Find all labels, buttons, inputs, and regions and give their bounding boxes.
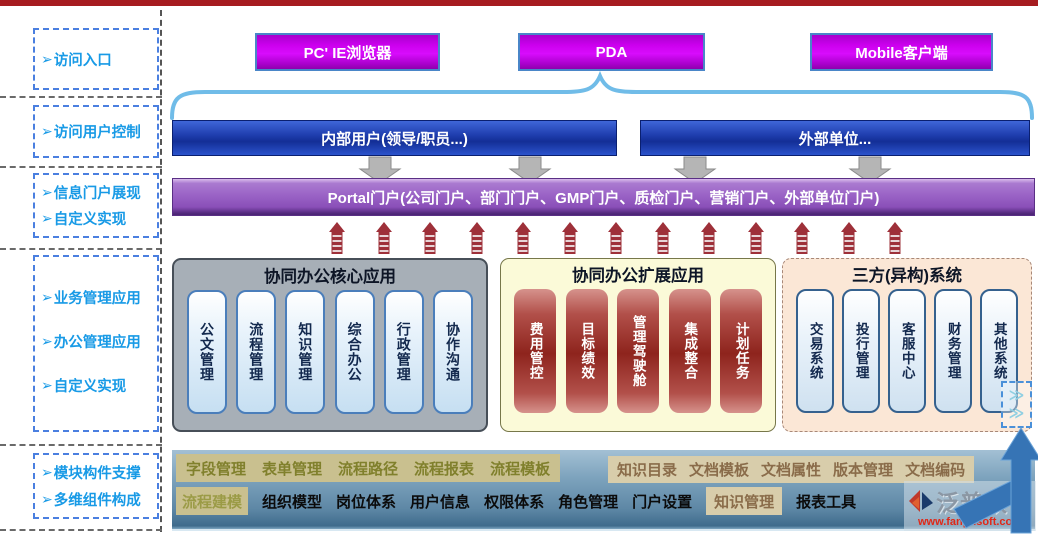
arrow-bullet-icon: ➢ <box>41 183 53 200</box>
sidebar-group-user-control: ➢访问用户控制 <box>33 105 159 158</box>
foundation-item: 知识目录 <box>617 462 678 479</box>
watermark-url: www.fanpusoft.com <box>917 516 1023 528</box>
sidebar-separator <box>0 444 162 446</box>
foundation-item: 权限体系 <box>484 493 545 511</box>
foundation-item: 门户设置 <box>632 493 693 511</box>
foundation-item: 字段管理 <box>186 460 247 478</box>
node-system: 交易系统 <box>796 289 834 413</box>
node-app: 费用管控 <box>514 289 556 413</box>
arrow-bullet-icon: ➢ <box>41 491 53 507</box>
sidebar-separator <box>0 96 162 98</box>
node-app: 流程管理 <box>236 290 277 414</box>
node-app: 协作沟通 <box>432 290 473 414</box>
node-portal-bar: Portal门户(公司门户、部门门户、GMP门户、质检门户、营销门户、外部单位门… <box>172 178 1035 216</box>
sidebar-separator <box>0 248 162 250</box>
foundation-row2: 流程建模 组织模型 岗位体系 用户信息 权限体系 角色管理 门户设置 知识管理 … <box>176 487 856 515</box>
sidebar-label: 信息门户展现 <box>53 185 141 202</box>
watermark: 泛普软件 www.fanpusoft.com <box>904 481 1036 531</box>
expand-widget: ≫ ≫ <box>1001 381 1032 428</box>
sidebar-main-divider <box>160 10 162 532</box>
sidebar-label: 多维组件构成 <box>53 493 141 509</box>
node-pc-ie-browser: PC' IE浏览器 <box>255 33 440 71</box>
node-app: 行政管理 <box>383 290 424 414</box>
panel-title: 三方(异构)系统 <box>852 267 962 285</box>
arrow-bullet-icon: ➢ <box>41 377 53 394</box>
foundation-item: 流程报表 <box>414 460 475 478</box>
top-red-strip <box>0 0 1038 6</box>
arrow-bullet-icon: ➢ <box>41 332 53 349</box>
arrow-bullet-icon: ➢ <box>41 50 53 67</box>
foundation-item-highlight: 流程建模 <box>176 487 249 515</box>
brace-connector <box>170 70 1034 120</box>
node-pda: PDA <box>518 33 705 71</box>
panel-title: 协同办公核心应用 <box>264 268 396 286</box>
foundation-item: 版本管理 <box>833 462 894 479</box>
node-app: 目标绩效 <box>565 289 608 413</box>
node-external-units: 外部单位... <box>640 120 1030 156</box>
panel-extended-apps: 协同办公扩展应用 费用管控 目标绩效 管理驾驶舱 集成整合 计划任务 <box>500 258 776 432</box>
foundation-item: 流程模板 <box>490 460 551 478</box>
foundation-item: 用户信息 <box>410 493 471 511</box>
node-app: 管理驾驶舱 <box>617 289 659 413</box>
up-arrow-icons <box>329 222 903 253</box>
sidebar-label: 模块构件支撑 <box>53 466 141 482</box>
watermark-name: 泛普软件 <box>936 490 1032 516</box>
foundation-item: 岗位体系 <box>336 493 397 511</box>
sidebar-label: 办公管理应用 <box>53 334 141 351</box>
foundation-item: 组织模型 <box>262 493 323 511</box>
sidebar-label: 访问用户控制 <box>53 125 141 141</box>
node-system: 客服中心 <box>888 289 926 413</box>
fanpu-logo-icon <box>909 490 933 512</box>
panel-foundation: 字段管理 表单管理 流程路径 流程报表 流程模板 知识目录 文档模板 文档属性 … <box>172 450 1035 531</box>
arrow-bullet-icon: ➢ <box>41 123 53 139</box>
arrow-bullet-icon: ➢ <box>41 464 53 480</box>
sidebar-group-applications: ➢业务管理应用 ➢办公管理应用 ➢自定义实现 <box>33 255 159 432</box>
foundation-item: 报表工具 <box>796 493 857 511</box>
sidebar-separator <box>0 529 162 531</box>
foundation-flow-tools: 字段管理 表单管理 流程路径 流程报表 流程模板 <box>176 454 561 482</box>
node-system: 投行管理 <box>842 289 880 413</box>
sidebar-group-access-entry: ➢访问入口 <box>33 28 159 90</box>
foundation-item: 表单管理 <box>262 460 323 478</box>
foundation-doc-tools: 知识目录 文档模板 文档属性 版本管理 文档编码 <box>608 456 975 483</box>
sidebar-label: 自定义实现 <box>53 212 127 229</box>
sidebar-label: 自定义实现 <box>53 379 127 396</box>
panel-third-party-systems: 三方(异构)系统 交易系统 投行管理 客服中心 财务管理 其他系统 <box>782 258 1032 432</box>
chevron-right-icon: ≫ <box>1008 404 1025 422</box>
node-app: 综合办公 <box>334 290 375 414</box>
sidebar-separator <box>0 166 162 168</box>
sidebar-label: 访问入口 <box>53 52 112 69</box>
node-system: 财务管理 <box>934 289 972 413</box>
foundation-item: 流程路径 <box>338 460 399 478</box>
foundation-item: 文档属性 <box>761 462 822 479</box>
chevron-right-icon: ≫ <box>1008 386 1025 404</box>
node-app: 计划任务 <box>720 289 762 413</box>
node-internal-users: 内部用户(领导/职员...) <box>172 120 617 156</box>
sidebar-label: 业务管理应用 <box>53 290 141 307</box>
sidebar-group-portal: ➢信息门户展现 ➢自定义实现 <box>33 173 159 238</box>
node-system: 其他系统 <box>980 289 1018 413</box>
node-app: 知识管理 <box>285 290 326 414</box>
panel-core-apps: 协同办公核心应用 公文管理 流程管理 知识管理 综合办公 行政管理 协作沟通 <box>172 258 488 432</box>
foundation-item: 文档模板 <box>689 462 750 479</box>
foundation-item: 文档编码 <box>905 462 966 479</box>
node-app: 公文管理 <box>187 290 227 414</box>
arrow-bullet-icon: ➢ <box>41 210 53 227</box>
foundation-item-highlight: 知识管理 <box>706 487 783 515</box>
arrow-bullet-icon: ➢ <box>41 288 53 305</box>
sidebar-group-modules: ➢模块构件支撑 ➢多维组件构成 <box>33 453 159 519</box>
node-mobile-client: Mobile客户端 <box>810 33 993 71</box>
foundation-item: 角色管理 <box>558 493 619 511</box>
node-app: 集成整合 <box>668 289 711 413</box>
panel-title: 协同办公扩展应用 <box>572 267 704 285</box>
